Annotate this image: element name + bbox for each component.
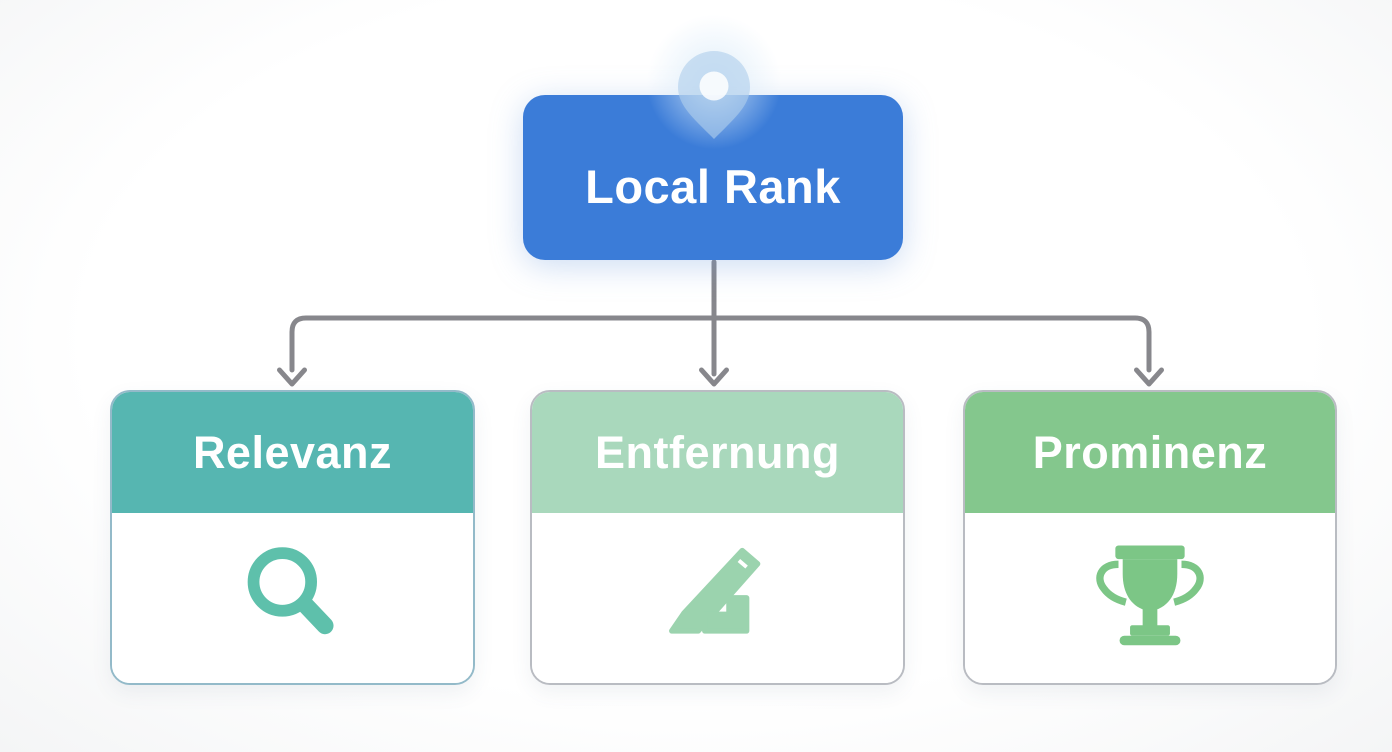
- arrowhead-right: [1134, 367, 1164, 387]
- node-relevanz-label: Relevanz: [192, 426, 393, 478]
- node-entfernung-header: Entfernung: [532, 392, 903, 513]
- node-prominenz-body: [965, 513, 1335, 683]
- node-prominenz-header: Prominenz: [965, 392, 1335, 513]
- node-relevanz-header: Relevanz: [112, 392, 473, 513]
- ruler-angle-icon: [668, 547, 760, 634]
- map-pin-icon: [678, 51, 750, 139]
- arrowhead-middle: [699, 367, 729, 387]
- trophy-icon: [1096, 545, 1204, 646]
- node-entfernung-label: Entfernung: [595, 426, 840, 478]
- arrowhead-left: [277, 367, 307, 387]
- connector-rail: [289, 315, 1152, 373]
- node-relevanz: Relevanz: [110, 390, 475, 685]
- node-entfernung: Entfernung: [530, 390, 905, 685]
- magnifier-icon: [247, 547, 334, 635]
- node-entfernung-body: [532, 513, 903, 683]
- node-prominenz-label: Prominenz: [1032, 426, 1268, 478]
- node-local-rank-label: Local Rank: [585, 160, 841, 213]
- node-relevanz-body: [112, 513, 473, 683]
- node-prominenz: Prominenz: [963, 390, 1337, 685]
